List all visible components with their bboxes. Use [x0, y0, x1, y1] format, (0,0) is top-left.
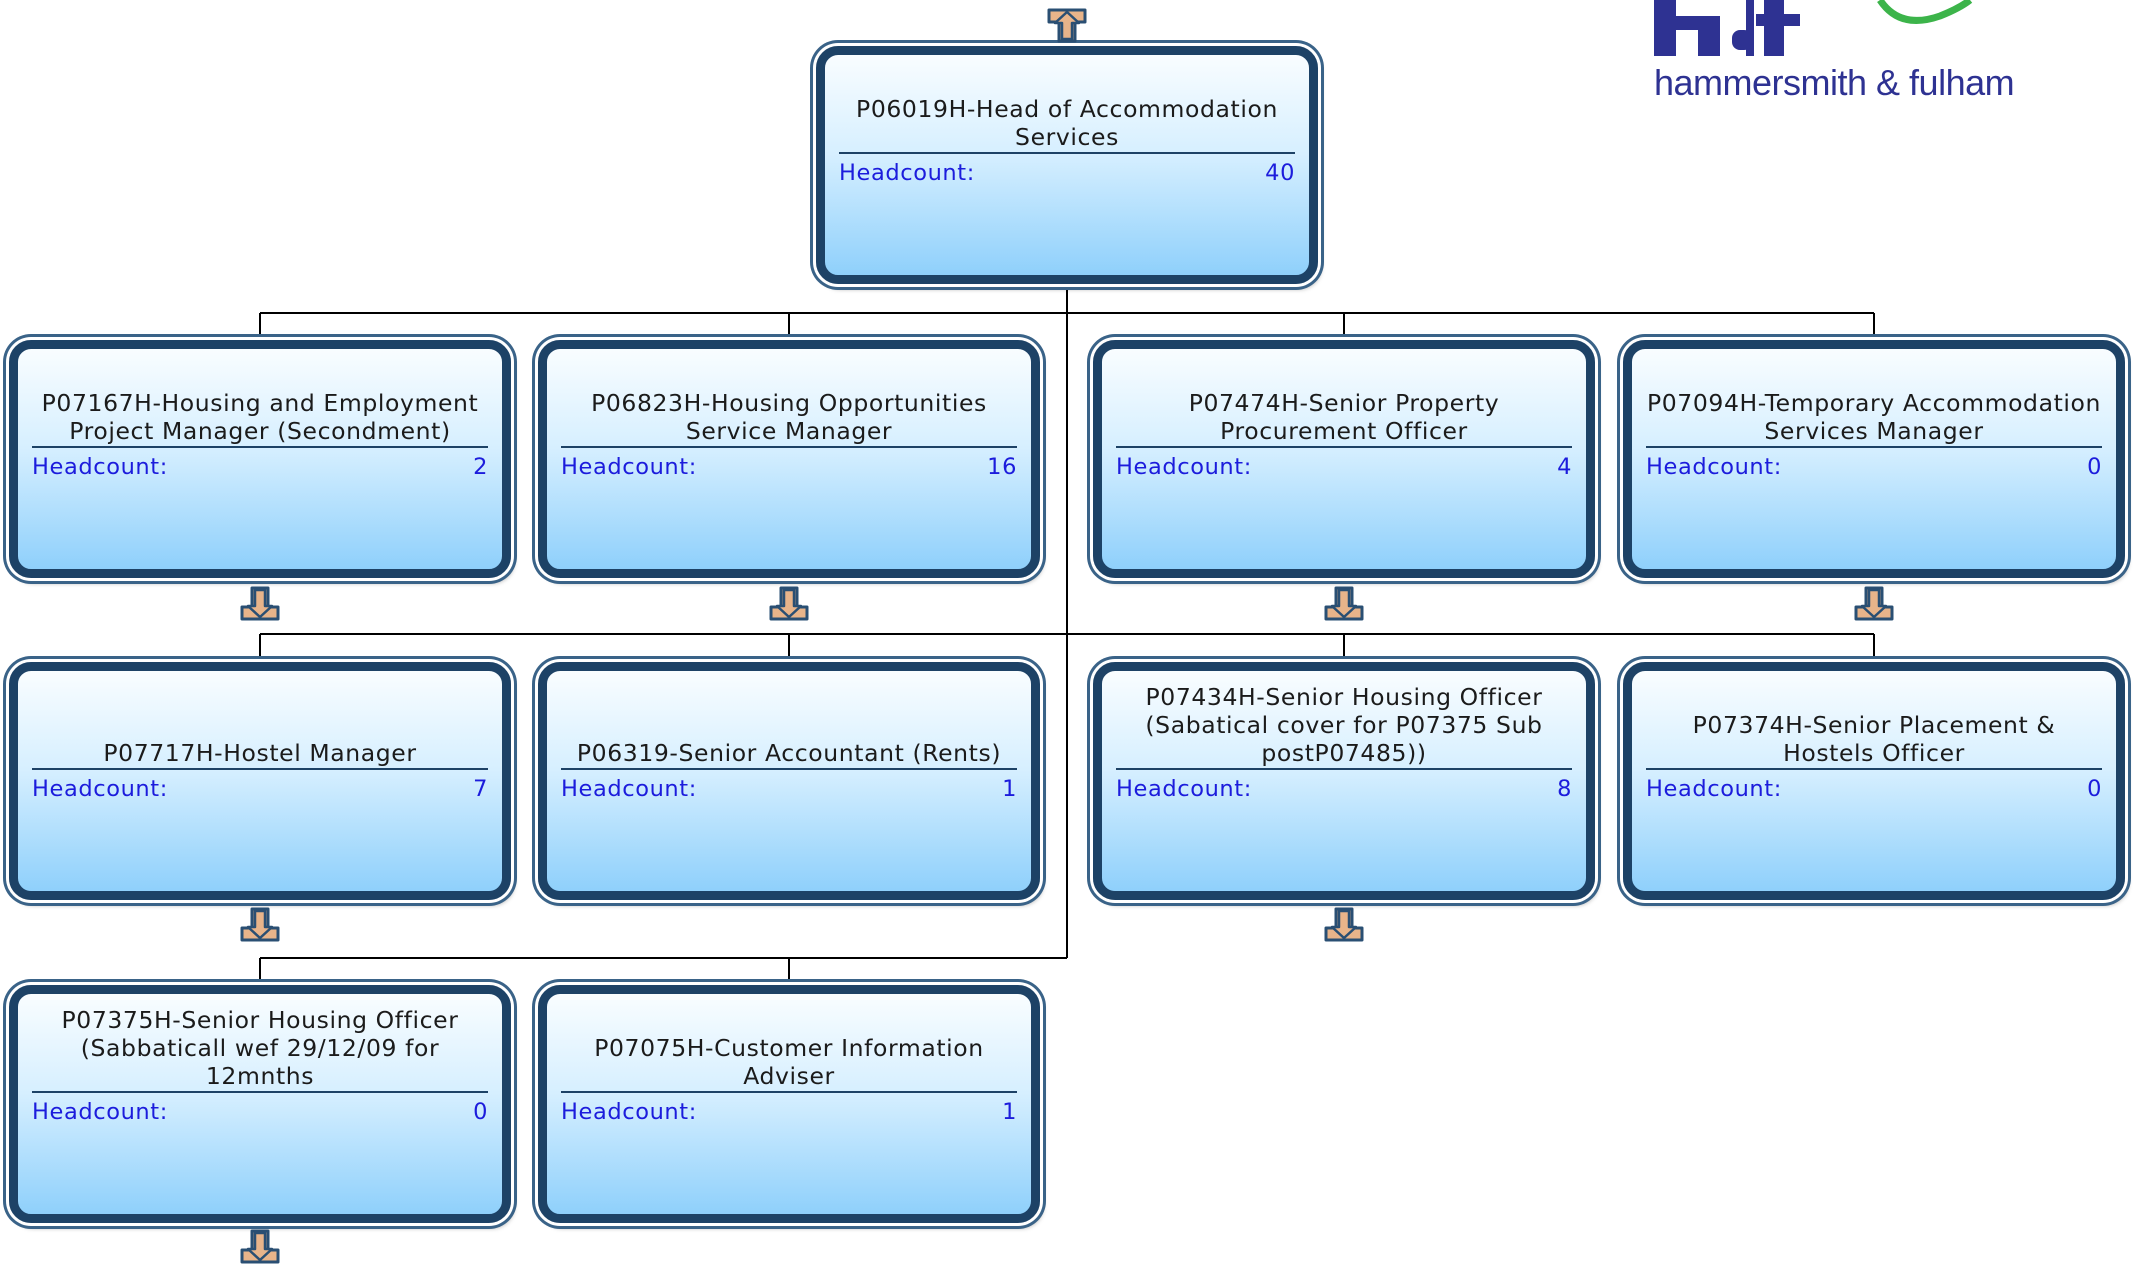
headcount-value: 16 [987, 454, 1017, 480]
headcount-row: Headcount: 40 [839, 157, 1295, 189]
expand-down-arrow-icon[interactable] [240, 585, 280, 621]
logo-text: hammersmith & fulham [1654, 62, 2015, 103]
node-title: P06019H-Head of Accommodation Services [856, 95, 1278, 151]
node-title: P07374H-Senior Placement & Hostels Offic… [1692, 711, 2056, 767]
headcount-label: Headcount: [839, 160, 975, 186]
title-divider [1116, 768, 1572, 770]
expand-down-arrow-icon[interactable] [240, 906, 280, 942]
headcount-value: 2 [473, 454, 488, 480]
headcount-row: Headcount: 8 [1116, 773, 1572, 805]
headcount-label: Headcount: [32, 1099, 168, 1125]
node-title: P07375H-Senior Housing Officer (Sabbatic… [61, 1006, 459, 1090]
org-node-senior-accountant[interactable]: P06319-Senior Accountant (Rents) Headcou… [538, 662, 1040, 900]
node-title: P07434H-Senior Housing Officer (Sabatica… [1145, 683, 1543, 767]
headcount-label: Headcount: [32, 454, 168, 480]
headcount-value: 7 [473, 776, 488, 802]
title-divider [561, 446, 1017, 448]
org-node-senior-property-procurement[interactable]: P07474H-Senior Property Procurement Offi… [1093, 340, 1595, 578]
headcount-row: Headcount: 16 [561, 451, 1017, 483]
headcount-row: Headcount: 0 [32, 1096, 488, 1128]
headcount-row: Headcount: 1 [561, 1096, 1017, 1128]
title-divider [561, 1091, 1017, 1093]
org-node-housing-opportunities-sm[interactable]: P06823H-Housing Opportunities Service Ma… [538, 340, 1040, 578]
title-divider [1116, 446, 1572, 448]
node-title: P06319-Senior Accountant (Rents) [576, 739, 1002, 767]
org-node-senior-housing-officer-cover[interactable]: P07434H-Senior Housing Officer (Sabatica… [1093, 662, 1595, 900]
headcount-row: Headcount: 7 [32, 773, 488, 805]
org-node-senior-housing-officer-sabbatical[interactable]: P07375H-Senior Housing Officer (Sabbatic… [9, 985, 511, 1223]
org-node-housing-employment-pm[interactable]: P07167H-Housing and Employment Project M… [9, 340, 511, 578]
headcount-label: Headcount: [1646, 454, 1782, 480]
headcount-value: 40 [1265, 160, 1295, 186]
expand-down-arrow-icon[interactable] [1854, 585, 1894, 621]
title-divider [32, 446, 488, 448]
title-divider [1646, 446, 2102, 448]
node-title: P07474H-Senior Property Procurement Offi… [1188, 389, 1500, 445]
org-node-hostel-manager[interactable]: P07717H-Hostel Manager Headcount: 7 [9, 662, 511, 900]
headcount-label: Headcount: [1646, 776, 1782, 802]
headcount-label: Headcount: [32, 776, 168, 802]
node-title: P07717H-Hostel Manager [103, 739, 417, 767]
headcount-row: Headcount: 0 [1646, 773, 2102, 805]
title-divider [561, 768, 1017, 770]
headcount-label: Headcount: [1116, 776, 1252, 802]
logo-mark [1654, 0, 1973, 56]
headcount-value: 0 [473, 1099, 488, 1125]
org-node-temporary-accommodation-sm[interactable]: P07094H-Temporary Accommodation Services… [1623, 340, 2125, 578]
headcount-label: Headcount: [561, 454, 697, 480]
headcount-label: Headcount: [1116, 454, 1252, 480]
expand-down-arrow-icon[interactable] [769, 585, 809, 621]
org-node-head-of-accommodation[interactable]: P06019H-Head of Accommodation Services H… [816, 46, 1318, 284]
node-title: P07075H-Customer Information Adviser [594, 1034, 984, 1090]
headcount-row: Headcount: 1 [561, 773, 1017, 805]
headcount-value: 4 [1557, 454, 1572, 480]
title-divider [1646, 768, 2102, 770]
org-node-senior-placement-hostels[interactable]: P07374H-Senior Placement & Hostels Offic… [1623, 662, 2125, 900]
headcount-row: Headcount: 4 [1116, 451, 1572, 483]
headcount-value: 8 [1557, 776, 1572, 802]
expand-up-arrow-icon[interactable] [1047, 8, 1087, 44]
expand-down-arrow-icon[interactable] [1324, 906, 1364, 942]
headcount-label: Headcount: [561, 1099, 697, 1125]
headcount-label: Headcount: [561, 776, 697, 802]
headcount-value: 0 [2087, 776, 2102, 802]
headcount-row: Headcount: 0 [1646, 451, 2102, 483]
headcount-value: 1 [1002, 776, 1017, 802]
headcount-value: 1 [1002, 1099, 1017, 1125]
headcount-value: 0 [2087, 454, 2102, 480]
org-node-customer-information-adviser[interactable]: P07075H-Customer Information Adviser Hea… [538, 985, 1040, 1223]
node-title: P07094H-Temporary Accommodation Services… [1646, 389, 2101, 445]
headcount-row: Headcount: 2 [32, 451, 488, 483]
title-divider [32, 768, 488, 770]
title-divider [839, 152, 1295, 154]
expand-down-arrow-icon[interactable] [1324, 585, 1364, 621]
node-title: P06823H-Housing Opportunities Service Ma… [591, 389, 987, 445]
node-title: P07167H-Housing and Employment Project M… [41, 389, 479, 445]
title-divider [32, 1091, 488, 1093]
expand-down-arrow-icon[interactable] [240, 1228, 280, 1264]
